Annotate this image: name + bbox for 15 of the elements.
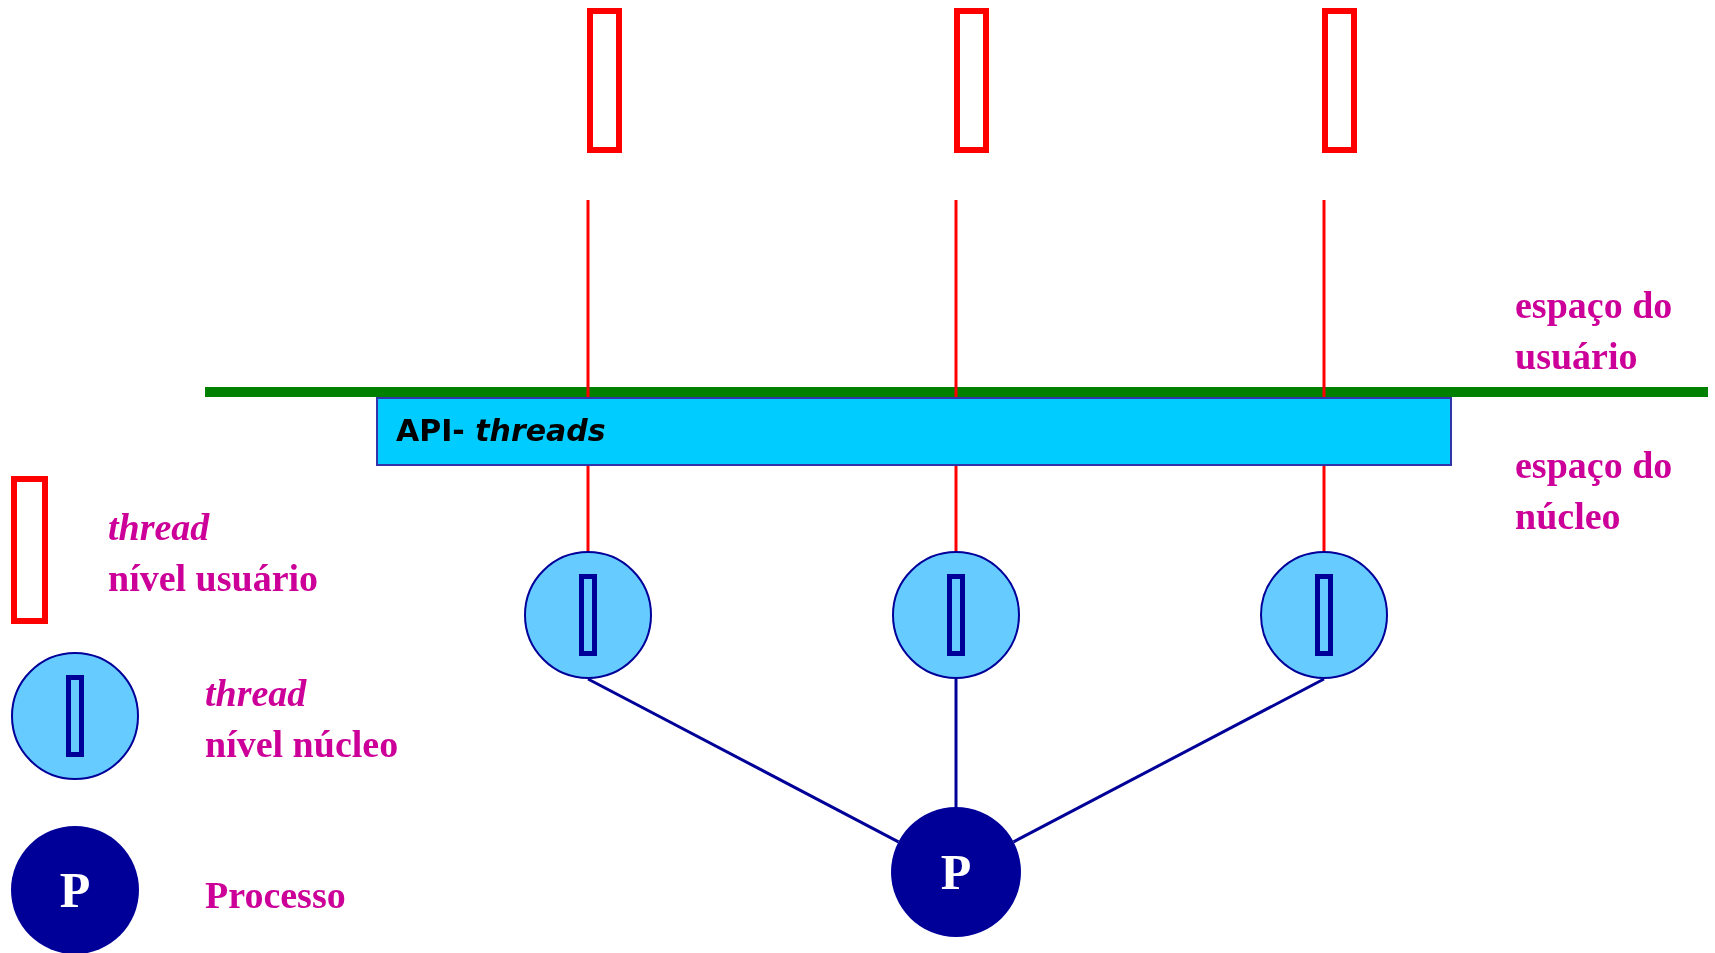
connector-line xyxy=(1012,677,1325,844)
user-thread-box xyxy=(587,8,622,153)
api-bar xyxy=(376,397,1452,466)
region-label: espaço do usuário xyxy=(1515,283,1674,379)
legend-text: thread nível núcleo xyxy=(205,671,400,767)
api-label: API- threads xyxy=(396,413,606,448)
user-thread-box xyxy=(1322,8,1357,153)
legend-text: thread nível usuário xyxy=(108,505,320,601)
region-label: espaço do núcleo xyxy=(1515,443,1674,539)
user-thread-box xyxy=(954,8,989,153)
process-legend-label: P xyxy=(59,861,91,919)
connector-line xyxy=(587,677,900,844)
process-label: P xyxy=(940,843,972,901)
legend-text: Processo xyxy=(205,873,347,918)
connector-line xyxy=(954,679,958,807)
